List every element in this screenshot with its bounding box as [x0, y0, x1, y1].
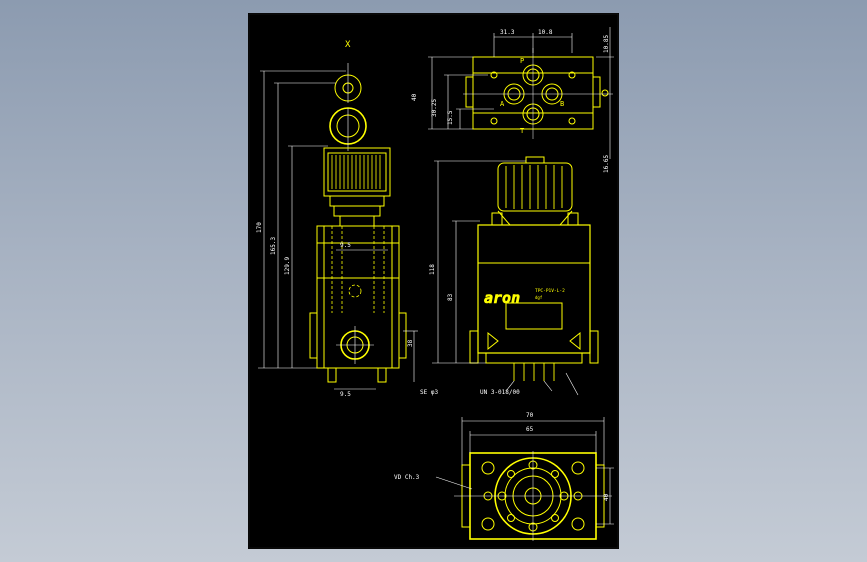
dim-40-top: 40: [411, 93, 418, 101]
dim-un-thread: UN 3-018/00: [480, 389, 520, 396]
model-sub-label: dgf: [535, 295, 543, 300]
dim-15-5: 15.5: [447, 110, 454, 125]
bottom-view-centerlines: [454, 451, 612, 541]
dim-165-3: 165.3: [270, 237, 277, 255]
port-p-label: P: [520, 57, 524, 65]
top-view-dims: [428, 27, 614, 159]
dim-170: 170: [256, 222, 263, 233]
dim-31-3: 31.3: [500, 29, 515, 36]
dim-se-3: SE φ3: [420, 389, 438, 396]
dim-30-25: 30.25: [431, 99, 438, 117]
dim-129-9: 129.9: [284, 257, 291, 275]
dim-118: 118: [429, 264, 436, 275]
dim-10-85: 10.85: [603, 35, 610, 53]
dim-10-8: 10.8: [538, 29, 553, 36]
label-window: [505, 302, 563, 330]
dim-9-5-bottom: 9.5: [340, 391, 351, 398]
bottom-view-dims: [435, 417, 614, 525]
dim-38: 38: [407, 339, 414, 347]
dim-9-5-top: 9.5: [340, 242, 351, 249]
side-view: X: [309, 40, 407, 383]
drawing-sheet: X: [248, 13, 619, 549]
model-label: TPC-P1V-L-2: [535, 288, 565, 294]
side-view-dims: [258, 70, 418, 390]
valve-body-side: [316, 225, 400, 369]
dim-40-right: 40: [603, 493, 610, 501]
front-view-dims: [432, 160, 579, 396]
top-view-centerlines: [463, 48, 613, 139]
dim-65: 65: [526, 426, 534, 433]
view-x-label: X: [345, 40, 351, 50]
port-b-label: B: [560, 100, 564, 108]
dim-70: 70: [526, 412, 534, 419]
brand-logo: aron: [484, 289, 520, 307]
knurl-lines: [331, 155, 381, 189]
dim-16-65: 16.65: [603, 155, 610, 173]
cad-drawing: X: [248, 13, 619, 549]
port-a-label: A: [500, 100, 505, 108]
dim-83: 83: [447, 293, 454, 301]
port-t-label: T: [520, 127, 525, 135]
dim-vd: VD Ch.3: [394, 474, 420, 481]
front-knob: [497, 162, 573, 212]
front-view: [469, 156, 599, 381]
sheet-frame: [248, 13, 619, 549]
top-view: [465, 56, 609, 130]
